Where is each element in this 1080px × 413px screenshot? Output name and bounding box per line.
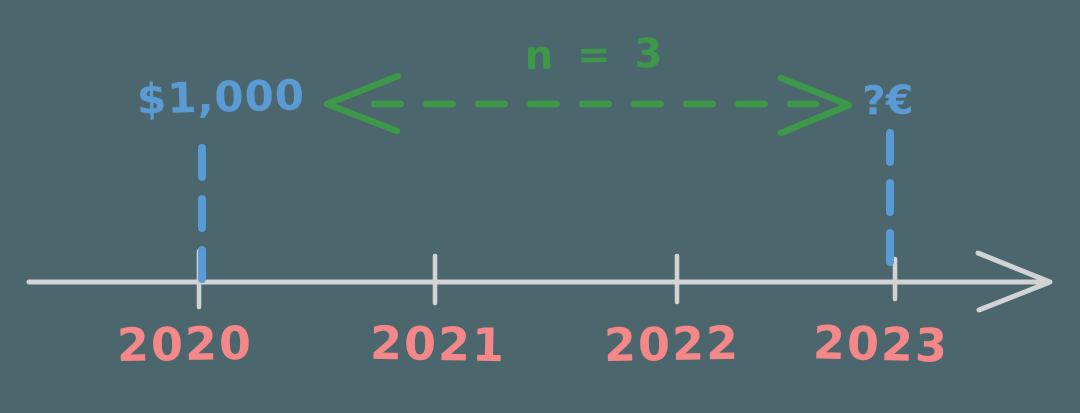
year-label-2022: 2022 [603, 315, 741, 373]
start-amount-label: $1,000 [136, 70, 306, 124]
arrow-left-head-icon [323, 72, 402, 135]
year-label-2021: 2021 [369, 315, 507, 373]
year-label-2023: 2023 [812, 315, 950, 373]
end-amount-label: ?€ [862, 77, 914, 125]
axis-arrowhead-icon [975, 250, 1053, 313]
timeline-axis [26, 248, 1053, 313]
period-count-label: n = 3 [524, 30, 668, 80]
period-double-arrow [323, 72, 853, 137]
arrow-right-head-icon [777, 74, 853, 137]
year-label-2020: 2020 [116, 315, 254, 373]
